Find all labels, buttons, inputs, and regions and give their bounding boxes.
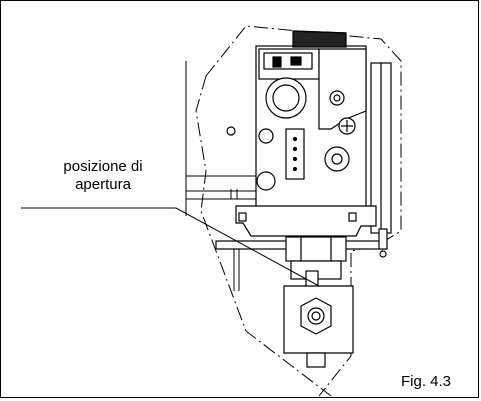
figure-label: Fig. 4.3 <box>401 373 452 390</box>
casing-outline <box>205 25 402 397</box>
callout-line-2: apertura <box>75 176 131 193</box>
rail-lines <box>233 249 240 291</box>
body-lines <box>185 61 256 216</box>
callout-leader <box>21 207 320 287</box>
callout-label: posizione di apertura <box>23 158 183 194</box>
callout-line-1: posizione di <box>63 158 143 175</box>
valve-body <box>215 30 392 368</box>
casing-outline-left <box>195 75 332 397</box>
